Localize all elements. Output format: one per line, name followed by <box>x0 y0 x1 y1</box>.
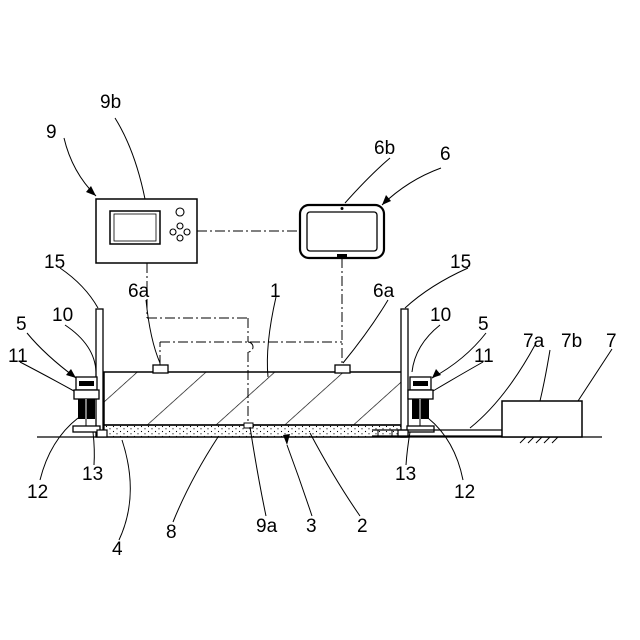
side-plate-right <box>401 309 408 437</box>
label-11-left: 11 <box>8 346 28 367</box>
label-9a: 9a <box>256 516 278 537</box>
label-5-left: 5 <box>16 314 27 335</box>
label-6a-right: 6a <box>373 281 395 302</box>
label-12-left: 12 <box>27 482 48 503</box>
leader-lines <box>20 118 612 540</box>
label-5-right: 5 <box>478 314 489 335</box>
label-3: 3 <box>306 516 317 537</box>
label-15-right: 15 <box>450 252 471 273</box>
label-7: 7 <box>606 331 617 352</box>
injection-pipe <box>372 430 502 436</box>
label-13-left: 13 <box>82 464 103 485</box>
pump-ground-hatch <box>520 437 558 443</box>
arrowhead-5-right <box>432 369 441 378</box>
arrowhead-5-left <box>66 369 76 378</box>
label-9b: 9b <box>100 92 121 113</box>
label-9: 9 <box>46 122 57 143</box>
label-6: 6 <box>440 144 451 165</box>
sensor-left <box>153 365 168 373</box>
side-plate-left <box>96 309 103 437</box>
controller-unit <box>96 199 197 263</box>
label-6a-left: 6a <box>128 281 150 302</box>
concrete-slab <box>104 372 406 425</box>
label-12-right: 12 <box>454 482 475 503</box>
sensor-right <box>335 365 350 373</box>
label-8: 8 <box>166 522 177 543</box>
label-4: 4 <box>112 539 123 560</box>
label-11-right: 11 <box>474 346 494 367</box>
label-7a: 7a <box>523 331 545 352</box>
tablet-device <box>300 205 384 258</box>
grout-layer <box>104 425 406 437</box>
arrowhead-3 <box>283 434 290 445</box>
label-7b: 7b <box>561 331 582 352</box>
label-10-left: 10 <box>52 305 73 326</box>
label-2: 2 <box>357 516 368 537</box>
label-1: 1 <box>270 281 281 302</box>
pump-unit <box>502 401 582 437</box>
label-15-left: 15 <box>44 252 65 273</box>
label-10-right: 10 <box>430 305 451 326</box>
arrowhead-6 <box>382 195 391 205</box>
label-13-right: 13 <box>395 464 416 485</box>
arrowhead-9 <box>86 186 96 196</box>
label-6b: 6b <box>374 138 395 159</box>
